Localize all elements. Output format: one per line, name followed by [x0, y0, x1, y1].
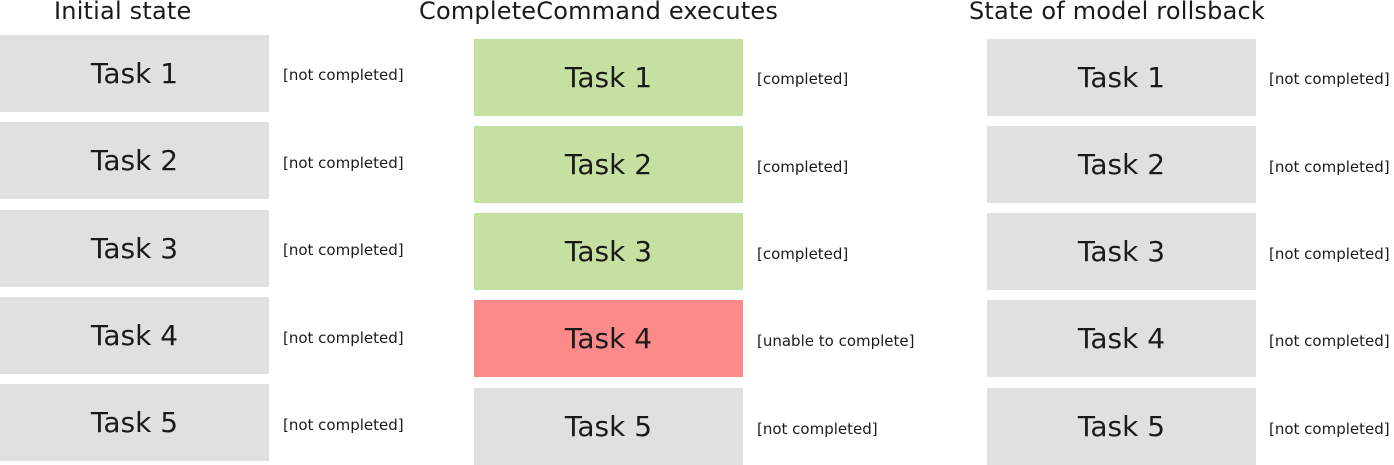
- column-title: State of model rollsback: [969, 0, 1265, 25]
- task-status: [not completed]: [757, 420, 878, 438]
- task-status: [not completed]: [283, 241, 404, 259]
- column-title: Initial state: [54, 0, 192, 25]
- task-box: Task 1: [0, 35, 269, 112]
- task-status: [not completed]: [283, 154, 404, 172]
- task-box: Task 4: [474, 300, 743, 377]
- task-box: Task 2: [987, 126, 1256, 203]
- task-box: Task 2: [0, 122, 269, 199]
- task-status: [not completed]: [1269, 70, 1390, 88]
- column-title: CompleteCommand executes: [419, 0, 779, 25]
- task-box: Task 4: [0, 297, 269, 374]
- task-status: [not completed]: [283, 329, 404, 347]
- task-status: [not completed]: [283, 416, 404, 434]
- task-status: [not completed]: [1269, 420, 1390, 438]
- task-box: Task 5: [474, 388, 743, 465]
- task-box: Task 5: [987, 388, 1256, 465]
- task-status: [not completed]: [1269, 158, 1390, 176]
- task-box: Task 4: [987, 300, 1256, 377]
- task-box: Task 3: [474, 213, 743, 290]
- task-status: [not completed]: [1269, 332, 1390, 350]
- task-box: Task 2: [474, 126, 743, 203]
- task-status: [unable to complete]: [757, 332, 915, 350]
- task-status: [completed]: [757, 245, 849, 263]
- task-status: [not completed]: [1269, 245, 1390, 263]
- task-box: Task 5: [0, 384, 269, 461]
- task-box: Task 3: [0, 210, 269, 287]
- task-box: Task 1: [474, 39, 743, 116]
- task-status: [completed]: [757, 70, 849, 88]
- task-box: Task 1: [987, 39, 1256, 116]
- task-status: [not completed]: [283, 66, 404, 84]
- task-status: [completed]: [757, 158, 849, 176]
- task-box: Task 3: [987, 213, 1256, 290]
